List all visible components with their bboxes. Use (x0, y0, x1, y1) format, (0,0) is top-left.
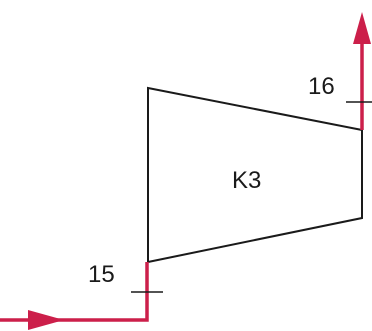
inlet-state-label: 15 (88, 261, 115, 288)
component-label: K3 (232, 167, 261, 194)
outlet-state-label: 16 (308, 73, 335, 100)
component-body (147, 86, 363, 264)
inlet-stream-line (0, 262, 149, 322)
outlet-arrow-icon (353, 12, 371, 44)
inlet-arrow-icon (28, 310, 64, 330)
